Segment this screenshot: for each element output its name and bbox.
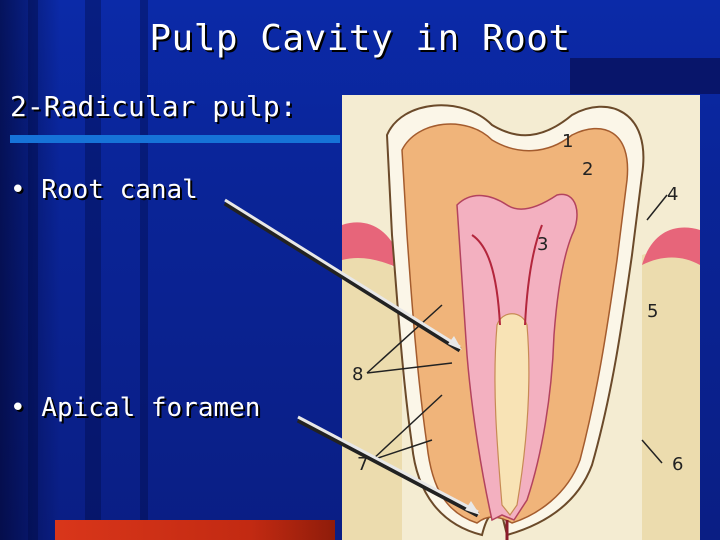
alveolar-bone-right xyxy=(642,247,700,540)
diagram-label-3: 3 xyxy=(537,234,548,255)
background-stripe xyxy=(85,0,101,540)
label-4-leader xyxy=(646,194,668,221)
diagram-label-4: 4 xyxy=(667,184,678,205)
background-stripe xyxy=(140,0,148,540)
gingiva-right xyxy=(642,227,700,265)
diagram-label-1: 1 xyxy=(562,131,573,152)
tooth-section-diagram: 1 2 3 4 5 6 7 8 xyxy=(342,95,700,540)
diagram-label-8: 8 xyxy=(352,364,363,385)
alveolar-bone-left xyxy=(342,252,402,540)
pulp-vessels xyxy=(471,224,543,326)
subtitle-underline xyxy=(10,135,340,143)
bullet-apical-foramen: • Apical foramen xyxy=(10,393,261,423)
diagram-label-2: 2 xyxy=(582,159,593,180)
diagram-label-5: 5 xyxy=(647,301,658,322)
label-6-leader xyxy=(641,439,663,464)
slide-subtitle: 2-Radicular pulp: xyxy=(10,90,297,123)
diagram-label-6: 6 xyxy=(672,454,683,475)
slide-title: Pulp Cavity in Root xyxy=(149,18,571,59)
diagram-label-7: 7 xyxy=(357,454,368,475)
root-canal xyxy=(494,313,530,517)
bullet-root-canal: • Root canal xyxy=(10,175,198,205)
bottom-accent-bar xyxy=(55,520,335,540)
header-accent-block xyxy=(570,58,720,94)
background-stripe xyxy=(28,0,38,540)
